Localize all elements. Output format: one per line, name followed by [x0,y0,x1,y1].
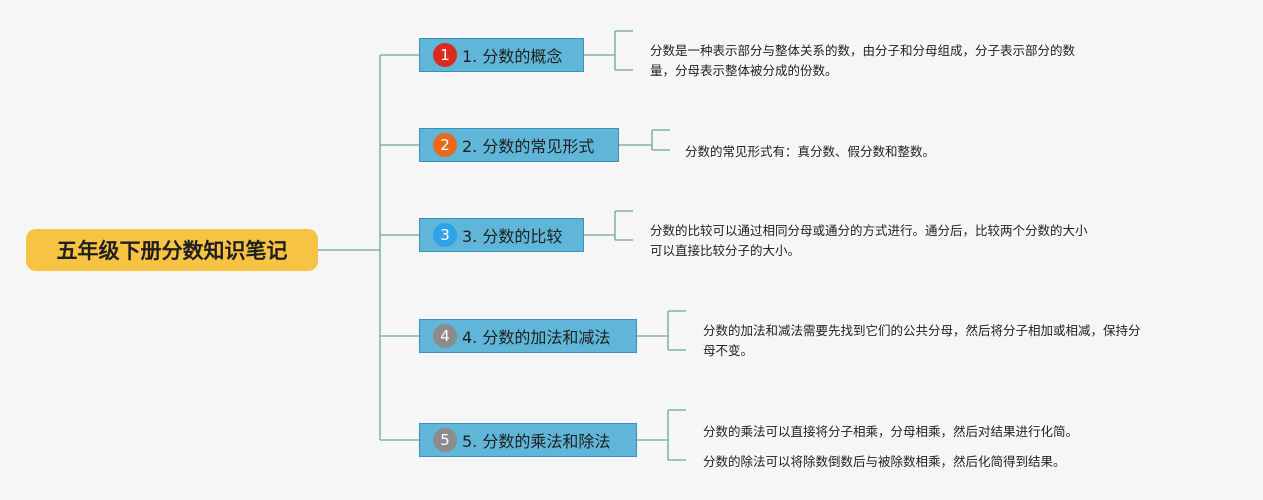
note-comparison: 分数的比较可以通过相同分母或通分的方式进行。通分后，比较两个分数的大小 可以直接… [650,221,1088,261]
note-line: 分数的乘法可以直接将分子相乘，分母相乘，然后对结果进行化简。 [703,424,1079,439]
root-title: 五年级下册分数知识笔记 [56,239,288,263]
number-badge-icon: 4 [433,324,457,348]
branch-common-forms[interactable]: 2 2. 分数的常见形式 [419,128,619,162]
branch-multiplication-division[interactable]: 5 5. 分数的乘法和除法 [419,423,637,457]
note-concept: 分数是一种表示部分与整体关系的数，由分子和分母组成，分子表示部分的数 量，分母表… [650,41,1075,81]
note-line: 分数的除法可以将除数倒数后与被除数相乘，然后化简得到结果。 [703,454,1066,469]
note-division: 分数的除法可以将除数倒数后与被除数相乘，然后化简得到结果。 [703,452,1066,472]
root-topic[interactable]: 五年级下册分数知识笔记 [26,229,318,271]
note-addition-subtraction: 分数的加法和减法需要先找到它们的公共分母，然后将分子相加或相减，保持分 母不变。 [703,321,1141,361]
note-line: 分数的比较可以通过相同分母或通分的方式进行。通分后，比较两个分数的大小 [650,223,1088,238]
note-line: 可以直接比较分子的大小。 [650,243,801,258]
branch-label: 4. 分数的加法和减法 [462,328,611,347]
note-common-forms: 分数的常见形式有：真分数、假分数和整数。 [685,142,935,162]
branch-label: 1. 分数的概念 [462,47,563,66]
branch-addition-subtraction[interactable]: 4 4. 分数的加法和减法 [419,319,637,353]
number-badge-icon: 5 [433,428,457,452]
branch-label: 2. 分数的常见形式 [462,137,595,156]
number-badge-icon: 2 [433,133,457,157]
branch-label: 3. 分数的比较 [462,227,563,246]
branch-concept[interactable]: 1 1. 分数的概念 [419,38,584,72]
branch-label: 5. 分数的乘法和除法 [462,432,611,451]
note-line: 分数的常见形式有：真分数、假分数和整数。 [685,144,936,159]
number-badge-icon: 1 [433,43,457,67]
number-badge-icon: 3 [433,223,457,247]
note-multiplication: 分数的乘法可以直接将分子相乘，分母相乘，然后对结果进行化简。 [703,422,1078,442]
note-line: 量，分母表示整体被分成的份数。 [650,63,838,78]
branch-comparison[interactable]: 3 3. 分数的比较 [419,218,584,252]
note-line: 母不变。 [703,343,754,358]
note-line: 分数是一种表示部分与整体关系的数，由分子和分母组成，分子表示部分的数 [650,43,1076,58]
note-line: 分数的加法和减法需要先找到它们的公共分母，然后将分子相加或相减，保持分 [703,323,1141,338]
